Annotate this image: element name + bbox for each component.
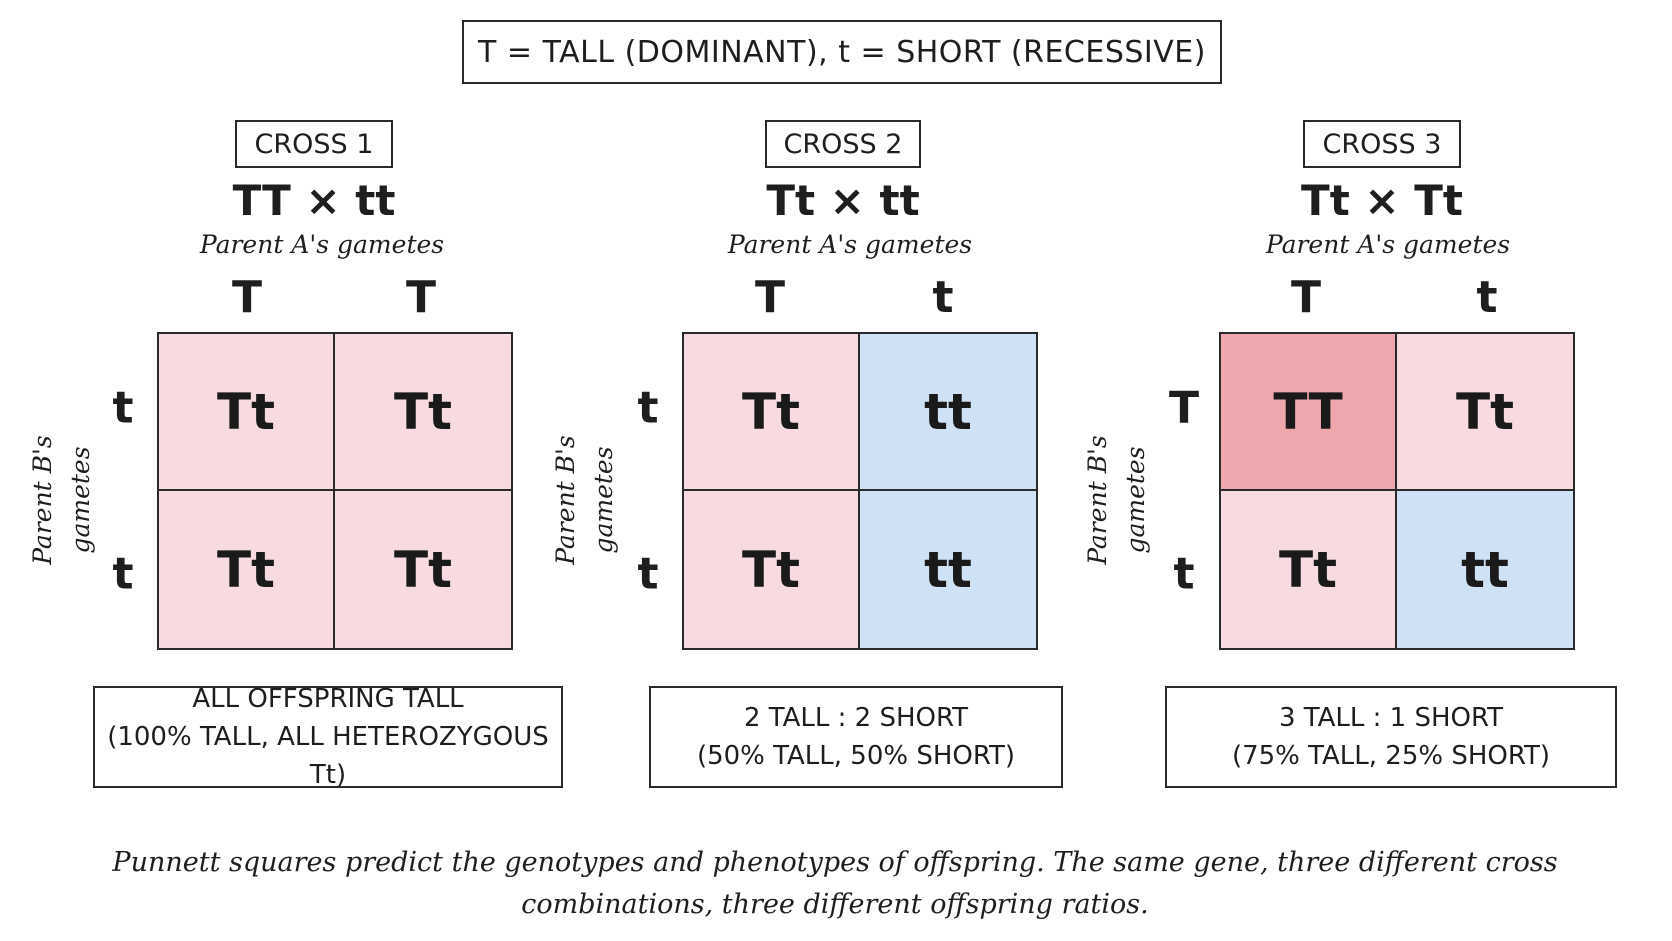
punnett-cell: Tt [1397,334,1573,491]
punnett-cell: Tt [684,491,860,648]
summary-line-2: (50% TALL, 50% SHORT) [696,741,1016,771]
top-allele-2: t [932,272,954,323]
summary-line-2: (100% TALL, ALL HETEROZYGOUS Tt) [107,722,549,790]
punnett-cell: tt [860,491,1036,648]
cross-label: CROSS 2 [765,120,921,168]
summary-line-1: ALL OFFSPRING TALL [192,684,464,714]
punnett-cell: TT [1221,334,1397,491]
punnett-square: TT Tt Tt tt [1219,332,1575,650]
cross-3-panel: CROSS 3 Tt × Tt Parent A's gametes T t P… [0,0,1617,800]
figure-caption: Punnett squares predict the genotypes an… [112,847,1558,920]
top-allele-2: T [405,272,436,323]
side-allele-1: t [637,382,659,434]
cross-summary: 3 TALL : 1 SHORT (75% TALL, 25% SHORT) [1165,686,1617,788]
cross-label: CROSS 1 [235,120,393,168]
punnett-cell: tt [1397,491,1573,648]
punnett-cell: Tt [1221,491,1397,648]
side-allele-2: t [112,548,134,600]
top-allele-1: T [231,272,262,323]
top-allele-1: T [1290,272,1321,323]
cross-2-panel: CROSS 2 Tt × tt Parent A's gametes T t P… [0,0,1063,800]
parent-a-gametes-label: Parent A's gametes [1265,230,1511,259]
cross-summary: ALL OFFSPRING TALL (100% TALL, ALL HETER… [93,684,563,790]
cross-summary: 2 TALL : 2 SHORT (50% TALL, 50% SHORT) [649,686,1063,788]
cross-label: CROSS 3 [1303,120,1461,168]
top-allele-2: t [1476,272,1498,323]
side-allele-2: t [1173,548,1195,600]
cross-1-panel: CROSS 1 TT × tt Parent A's gametes T T P… [0,0,563,800]
side-allele-1: t [112,382,134,434]
allele-legend: T = TALL (DOMINANT), t = SHORT (RECESSIV… [462,20,1222,84]
punnett-cell: Tt [335,491,511,648]
top-allele-1: T [754,272,785,323]
summary-line-1: 3 TALL : 1 SHORT [1278,703,1504,733]
punnett-cell: Tt [335,334,511,491]
summary-line-2: (75% TALL, 25% SHORT) [1231,741,1551,771]
parent-a-gametes-label: Parent A's gametes [727,230,973,259]
cross-formula: Tt × Tt [1301,176,1463,225]
summary-line-1: 2 TALL : 2 SHORT [743,703,969,733]
parent-b-gametes-label: Parent B's gametes [1083,435,1150,565]
punnett-cell: Tt [684,334,860,491]
punnett-cell: tt [860,334,1036,491]
parent-b-gametes-label: Parent B's gametes [551,435,618,565]
punnett-square: Tt Tt Tt Tt [157,332,513,650]
side-allele-1: T [1168,382,1199,434]
cross-formula: TT × tt [232,176,396,225]
punnett-cell: Tt [159,491,335,648]
cross-formula: Tt × tt [766,176,920,225]
punnett-cell: Tt [159,334,335,491]
parent-a-gametes-label: Parent A's gametes [199,230,445,259]
punnett-square: Tt tt Tt tt [682,332,1038,650]
side-allele-2: t [637,548,659,600]
